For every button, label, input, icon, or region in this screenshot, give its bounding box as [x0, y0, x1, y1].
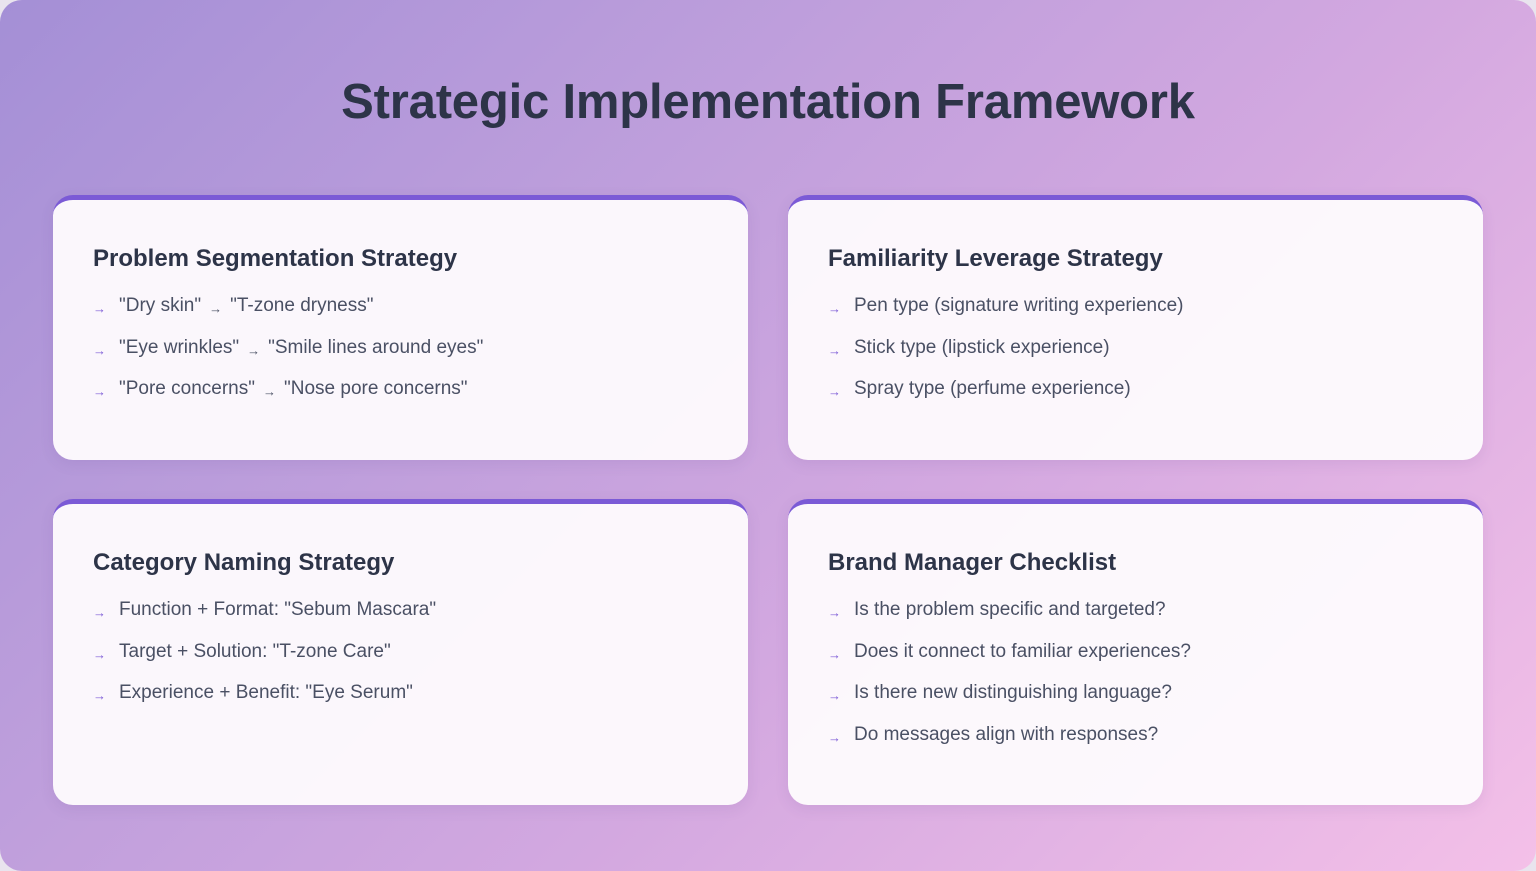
item-from: "Pore concerns" [119, 378, 255, 399]
arrow-right-icon: → [93, 384, 106, 399]
item-list: → "Dry skin" → "T-zone dryness" → "Eye w… [93, 294, 708, 402]
list-item: → Is the problem specific and targeted? [828, 598, 1443, 623]
item-list: → Pen type (signature writing experience… [828, 294, 1443, 402]
arrow-right-icon: → [263, 384, 276, 399]
item-text: Experience + Benefit: "Eye Serum" [119, 682, 413, 703]
card-category-naming: Category Naming Strategy → Function + Fo… [53, 499, 748, 805]
item-to: "Nose pore concerns" [284, 378, 468, 399]
arrow-right-icon: → [93, 342, 106, 358]
item-text: Stick type (lipstick experience) [854, 336, 1110, 358]
list-item: → Do messages align with responses? [828, 723, 1443, 748]
item-to: "T-zone dryness" [230, 295, 374, 316]
card-familiarity-leverage: Familiarity Leverage Strategy → Pen type… [788, 195, 1483, 460]
list-item: → Spray type (perfume experience) [828, 377, 1443, 402]
card-title: Familiarity Leverage Strategy [828, 245, 1163, 272]
arrow-right-icon: → [828, 342, 841, 358]
item-text: Target + Solution: "T-zone Care" [119, 640, 391, 662]
list-item: → Experience + Benefit: "Eye Serum" [93, 681, 708, 706]
list-item: → Pen type (signature writing experience… [828, 294, 1443, 319]
page-title: Strategic Implementation Framework [341, 75, 1195, 129]
arrow-right-icon: → [828, 688, 841, 703]
arrow-right-icon: → [828, 301, 841, 316]
item-to: "Smile lines around eyes" [268, 336, 484, 358]
arrow-right-icon: → [93, 605, 106, 620]
item-text: Function + Format: "Sebum Mascara" [119, 599, 437, 620]
arrow-right-icon: → [247, 342, 261, 358]
list-item: → Stick type (lipstick experience) [828, 336, 1443, 361]
arrow-right-icon: → [828, 729, 841, 745]
card-problem-segmentation: Problem Segmentation Strategy → "Dry ski… [53, 195, 748, 460]
card-title: Category Naming Strategy [93, 549, 395, 576]
arrow-right-icon: → [828, 384, 841, 399]
arrow-right-icon: → [209, 301, 223, 316]
item-text: Is the problem specific and targeted? [854, 599, 1166, 620]
item-list: → Function + Format: "Sebum Mascara" → T… [93, 598, 708, 706]
card-brand-manager-checklist: Brand Manager Checklist → Is the problem… [788, 499, 1483, 805]
list-item: → Target + Solution: "T-zone Care" [93, 640, 708, 665]
arrow-right-icon: → [828, 605, 841, 620]
item-from: "Dry skin" [119, 295, 202, 316]
item-text: Spray type (perfume experience) [854, 378, 1131, 399]
item-list: → Is the problem specific and targeted? … [828, 598, 1443, 748]
card-title: Brand Manager Checklist [828, 549, 1117, 576]
arrow-right-icon: → [93, 646, 106, 662]
list-item: → Does it connect to familiar experience… [828, 640, 1443, 665]
card-title: Problem Segmentation Strategy [93, 245, 458, 272]
item-text: Pen type (signature writing experience) [854, 295, 1184, 316]
item-text: Do messages align with responses? [854, 723, 1159, 745]
list-item: → "Eye wrinkles" → "Smile lines around e… [93, 336, 708, 361]
arrow-right-icon: → [828, 646, 841, 662]
arrow-right-icon: → [93, 301, 106, 316]
item-text: Does it connect to familiar experiences? [854, 640, 1191, 662]
item-from: "Eye wrinkles" [119, 336, 240, 358]
list-item: → "Pore concerns" → "Nose pore concerns" [93, 377, 708, 402]
item-text: Is there new distinguishing language? [854, 682, 1172, 703]
list-item: → "Dry skin" → "T-zone dryness" [93, 294, 708, 319]
list-item: → Function + Format: "Sebum Mascara" [93, 598, 708, 623]
arrow-right-icon: → [93, 688, 106, 703]
list-item: → Is there new distinguishing language? [828, 681, 1443, 706]
